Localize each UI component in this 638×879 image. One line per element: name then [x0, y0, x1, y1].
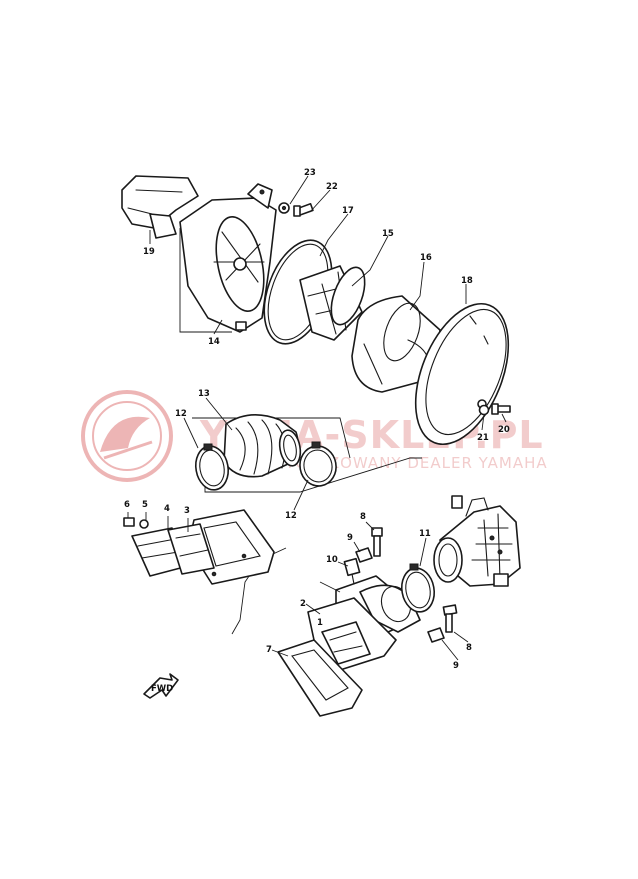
washer-9-b — [427, 627, 445, 643]
callout-1: 1 — [317, 618, 323, 628]
callout-12-a: 12 — [175, 409, 187, 419]
washer-23 — [278, 202, 290, 214]
bolt-8-b — [442, 604, 458, 633]
callout-5: 5 — [142, 500, 148, 510]
hose-clamp-11 — [400, 563, 436, 613]
callout-21: 21 — [477, 433, 489, 443]
washer-5 — [139, 519, 149, 529]
callout-8-b: 8 — [466, 643, 472, 653]
callout-7: 7 — [266, 645, 272, 655]
callout-4: 4 — [164, 504, 170, 514]
callout-17: 17 — [342, 206, 354, 216]
callout-11: 11 — [419, 529, 431, 539]
watermark-logo — [81, 390, 173, 482]
reed-valve-assembly-3-4 — [131, 509, 275, 585]
screw-20 — [491, 403, 511, 415]
callout-10: 10 — [326, 555, 338, 565]
callout-8-a: 8 — [360, 512, 366, 522]
callout-2: 2 — [300, 599, 306, 609]
air-cleaner-case-14 — [179, 183, 277, 333]
callout-numbers: 1 2 3 4 5 6 7 8 8 9 9 10 11 12 12 13 14 … — [124, 168, 510, 671]
callout-12-b: 12 — [285, 511, 297, 521]
callout-13: 13 — [198, 389, 210, 399]
hose-clamp-12-b — [299, 441, 337, 487]
callout-16: 16 — [420, 253, 432, 263]
check-valve-10 — [343, 557, 361, 585]
washer-21 — [478, 404, 490, 416]
gasket-7 — [277, 639, 363, 717]
front-arrow-label: FWD — [151, 684, 173, 694]
bolt-22 — [293, 202, 314, 217]
screw-6 — [123, 517, 135, 527]
callout-18: 18 — [461, 276, 473, 286]
callout-3: 3 — [184, 506, 190, 516]
callout-9-a: 9 — [347, 533, 353, 543]
hose-clamp-12-a — [194, 443, 230, 491]
callout-23: 23 — [304, 168, 316, 178]
front-direction-arrow: FWD — [143, 673, 179, 699]
bolt-8-a — [371, 527, 383, 557]
intake-duct-19 — [121, 175, 199, 239]
callout-20: 20 — [498, 425, 510, 435]
callout-22: 22 — [326, 182, 338, 192]
callout-leaders — [127, 175, 507, 661]
callout-6: 6 — [124, 500, 130, 510]
callout-15: 15 — [382, 229, 394, 239]
callout-19: 19 — [143, 247, 155, 257]
intake-boot-13 — [223, 414, 302, 478]
callout-14: 14 — [208, 337, 220, 347]
carburetor — [433, 495, 521, 587]
reed-valve-block-2 — [307, 597, 397, 671]
filter-element-16 — [351, 295, 441, 393]
callout-9-b: 9 — [453, 661, 459, 671]
